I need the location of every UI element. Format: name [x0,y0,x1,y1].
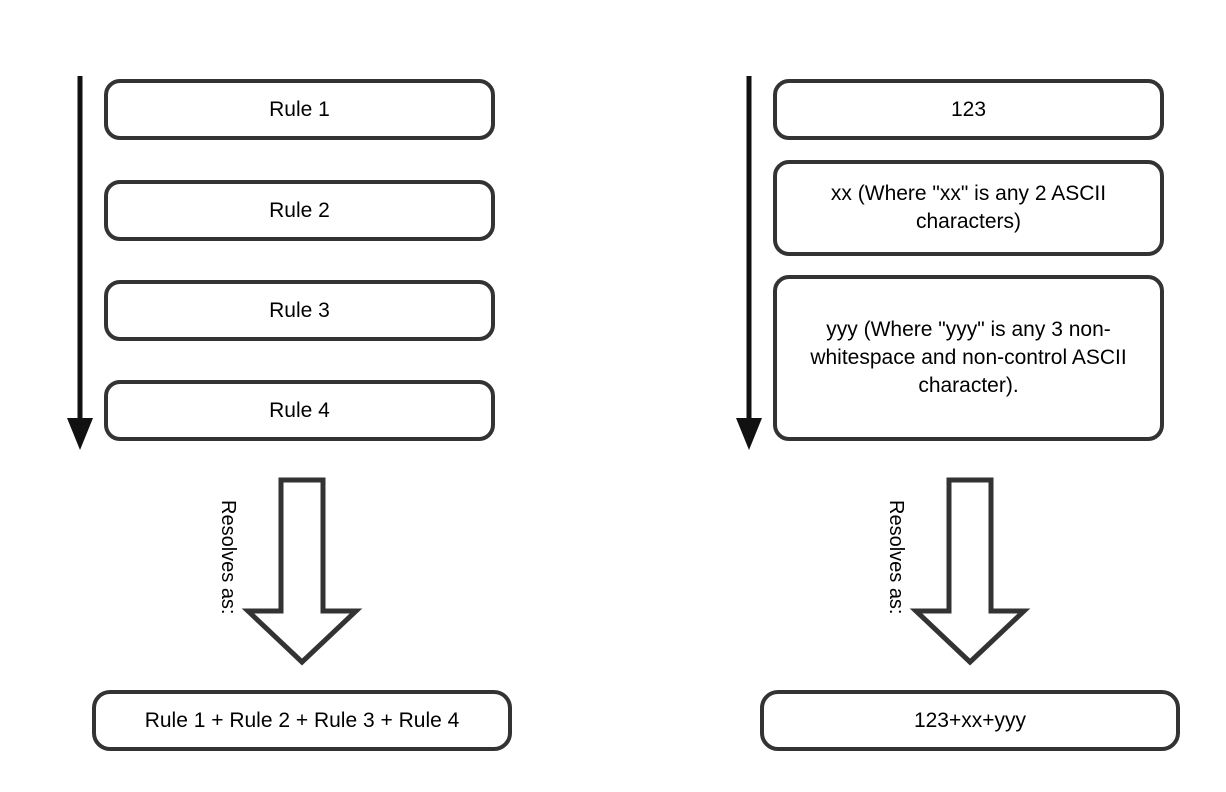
block-down-arrow-icon [908,472,1033,670]
rule-box[interactable]: Rule 2 [104,180,495,241]
resolves-as-caption: Resolves as: [217,500,239,615]
rule-box-label: Rule 2 [269,198,330,222]
example-box-label: yyy (Where "yyy" is any 3 non-whitespace… [810,318,1127,397]
resolves-as-caption: Resolves as: [885,500,907,615]
example-box[interactable]: xx (Where "xx" is any 2 ASCII characters… [773,160,1164,256]
result-box-label: 123+xx+yyy [913,708,1027,732]
result-box[interactable]: Rule 1 + Rule 2 + Rule 3 + Rule 4 [92,690,512,751]
rule-box[interactable]: Rule 1 [104,79,495,140]
rule-box-label: Rule 3 [269,298,330,322]
example-box[interactable]: yyy (Where "yyy" is any 3 non-whitespace… [773,275,1164,441]
rule-box[interactable]: Rule 3 [104,280,495,341]
rule-box-label: Rule 4 [269,398,330,422]
rule-box[interactable]: Rule 4 [104,380,495,441]
result-box[interactable]: 123+xx+yyy [760,690,1180,751]
rule-box-label: Rule 1 [269,97,330,121]
block-down-arrow-icon [240,472,365,670]
result-box-label: Rule 1 + Rule 2 + Rule 3 + Rule 4 [144,708,460,732]
example-box[interactable]: 123 [773,79,1164,140]
down-arrow-icon [729,68,769,458]
down-arrow-icon [60,68,100,458]
example-box-label: 123 [950,97,987,121]
example-box-label: xx (Where "xx" is any 2 ASCII characters… [830,182,1107,233]
